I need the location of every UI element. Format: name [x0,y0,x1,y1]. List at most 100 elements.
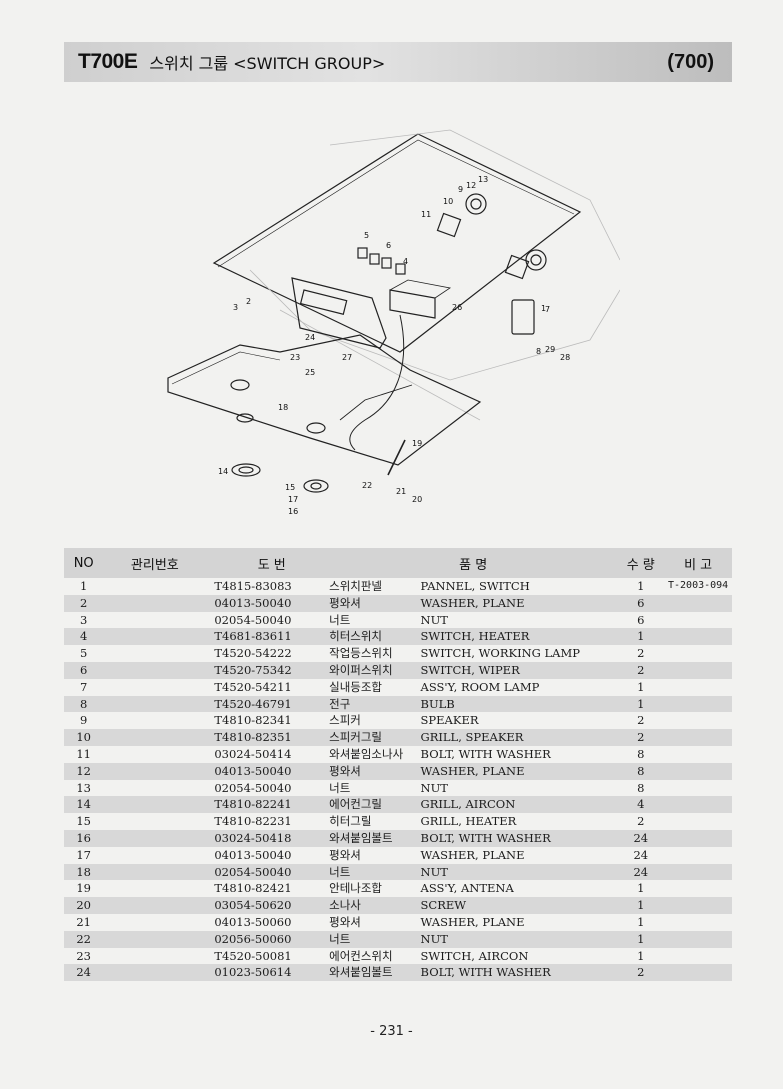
cell-remarks [664,930,732,948]
cell-quantity: 1 [637,914,645,929]
cell-english-name: NUT [420,612,448,627]
cell-korean-name: 안테나조합 [329,881,383,896]
cell-korean-name: 에어컨그릴 [329,796,421,814]
cell-drawing-number: T4810-82241 [206,796,330,814]
header-management-number: 관리번호 [103,548,207,578]
cell-no: 23 [76,948,91,963]
cell-management-number [103,813,206,830]
cell-drawing-number: T4681-83611 [206,628,330,646]
cell-korean-name: 너트 [329,930,421,948]
cell-drawing-number: T4520-50081 [214,948,292,963]
cell-korean-name: 와셔붙임볼트 [329,964,421,982]
cell-management-number [103,612,206,629]
cell-english-name: ASS'Y, ANTENA [420,881,514,896]
cell-remarks [664,796,732,814]
callout: 23 [290,353,300,362]
section-title: 스위치 그룹 <SWITCH GROUP> [149,54,386,73]
parts-table: NO 관리번호 도 번 품 명 수 량 비 고 1 T4815-83083 스위치판… [64,548,732,982]
cell-korean-name: 스피커 [329,713,361,728]
cell-remarks [664,847,732,864]
callout: 15 [285,483,295,492]
table-header-row: NO 관리번호 도 번 품 명 수 량 비 고 [64,548,732,578]
cell-management-number [103,964,207,982]
cell-remarks [664,594,732,612]
cell-drawing-number: 04013-50040 [214,847,292,862]
header-part-name: 품 명 [329,548,618,578]
cell-quantity: 6 [617,594,665,612]
page-number: - 231 - [370,1024,413,1039]
cell-english-name: BOLT, WITH WASHER [420,829,618,847]
cell-english-name: WASHER, PLANE [420,914,525,929]
cell-no: 5 [80,646,88,661]
cell-management-number [103,762,207,780]
cell-quantity: 2 [637,814,645,829]
cell-korean-name: 와셔붙임볼트 [329,829,421,847]
cell-management-number [103,829,207,847]
cell-korean-name: 전구 [329,695,421,713]
callout: 8 [536,347,541,356]
cell-management-number [103,712,206,729]
cell-management-number [103,645,206,662]
cell-quantity: 1 [617,897,665,914]
cell-english-name: ASS'Y, ROOM LAMP [420,679,540,694]
cell-management-number [103,780,206,797]
callout: 22 [362,481,372,490]
callout: 16 [288,507,298,516]
cell-management-number [103,880,206,897]
cell-no: 6 [64,661,104,679]
cell-remarks [664,612,732,629]
cell-quantity: 1 [617,930,665,948]
cell-no: 4 [64,628,104,646]
cell-korean-name: 평와셔 [329,762,421,780]
callout: 1 [541,304,546,313]
cell-english-name: BULB [420,695,618,713]
cell-drawing-number: 04013-50040 [206,762,330,780]
cell-no: 10 [64,729,104,746]
cell-quantity: 6 [637,612,645,627]
cell-english-name: NUT [420,780,448,795]
cell-english-name: WASHER, PLANE [420,762,618,780]
callout: 28 [560,353,570,362]
cell-management-number [103,746,206,763]
cell-remarks [664,762,732,780]
cell-remarks [664,880,732,897]
cell-drawing-number: T4810-82351 [206,729,330,746]
cell-korean-name: 평와셔 [329,914,361,929]
cell-drawing-number: T4815-83083 [214,579,292,593]
cell-no: 11 [76,746,91,761]
callout: 13 [478,175,488,184]
cell-remarks [664,661,732,679]
callout: 10 [443,197,453,206]
cell-drawing-number: 01023-50614 [206,964,330,982]
cell-no: 7 [80,679,88,694]
cell-quantity: 8 [617,762,665,780]
cell-english-name: GRILL, AIRCON [420,796,618,814]
header-no: NO [64,548,104,578]
cell-remarks [664,679,732,696]
cell-quantity: 4 [617,796,665,814]
section-code: (700) [667,50,714,73]
cell-no: 8 [64,695,104,713]
cell-quantity: 8 [637,780,645,795]
cell-korean-name: 스위치판넬 [329,579,383,593]
cell-no: 3 [80,612,88,627]
cell-quantity: 1 [637,679,645,694]
cell-korean-name: 평와셔 [329,847,361,862]
cell-english-name: WASHER, PLANE [420,847,525,862]
cell-drawing-number: T4810-82341 [214,713,292,728]
cell-remarks [664,829,732,847]
cell-no: 22 [64,930,104,948]
cell-quantity: 1 [637,579,645,593]
cell-quantity: 2 [637,713,645,728]
cell-english-name: SCREW [420,897,618,914]
